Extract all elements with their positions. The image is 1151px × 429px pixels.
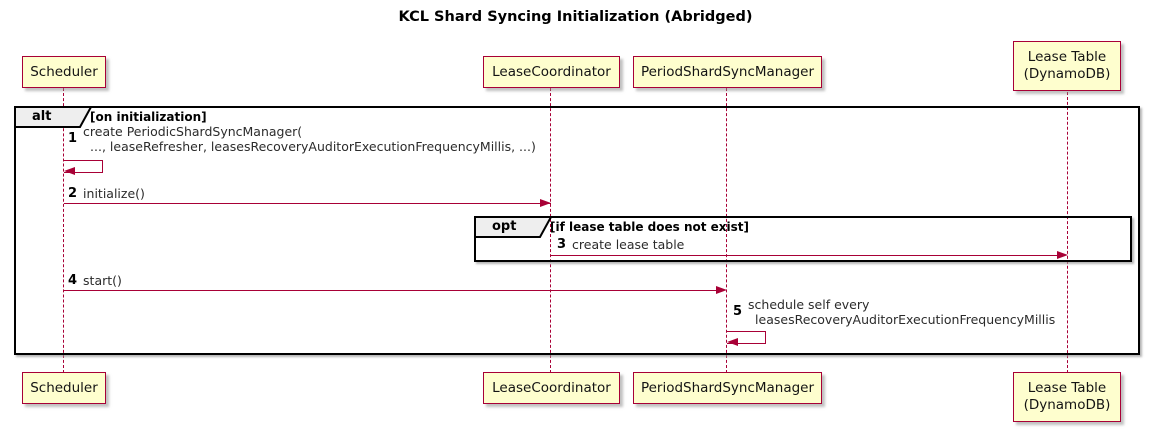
participant-label: Lease Table [1027, 380, 1107, 396]
participant-scheduler-bottom: Scheduler [22, 372, 106, 404]
lifeline-scheduler [63, 88, 64, 373]
participant-label: Scheduler [30, 379, 98, 396]
message-3-arrow [551, 255, 1057, 256]
participant-lease-table-bottom: Lease Table (DynamoDB) [1013, 372, 1121, 422]
message-4-arrow [64, 290, 716, 291]
participant-period-shard-sync-manager-bottom: PeriodShardSyncManager [633, 372, 822, 404]
message-text: start() [83, 273, 122, 288]
participant-lease-coordinator-bottom: LeaseCoordinator [483, 372, 620, 404]
message-number: 5 [733, 304, 743, 320]
diagram-title: KCL Shard Syncing Initialization (Abridg… [398, 9, 753, 25]
participant-lease-table-top: Lease Table (DynamoDB) [1013, 41, 1121, 91]
participant-label: PeriodShardSyncManager [640, 63, 815, 80]
message-3: 3 create lease table [557, 237, 685, 253]
arrowhead-icon [716, 286, 727, 294]
participant-label: Lease Table [1027, 49, 1107, 65]
opt-guard-label: [if lease table does not exist] [550, 220, 750, 234]
message-number: 1 [68, 131, 78, 147]
participant-period-shard-sync-manager-top: PeriodShardSyncManager [633, 56, 822, 88]
message-1-self-arrow [64, 160, 103, 173]
message-text: create lease table [572, 237, 685, 252]
message-5-self-arrow [727, 331, 766, 344]
opt-frame-tab [474, 216, 553, 238]
message-2: 2 initialize() [68, 186, 145, 202]
alt-frame-tab [14, 106, 93, 128]
lifeline-lease-table [1067, 92, 1068, 373]
participant-label: PeriodShardSyncManager [640, 379, 815, 396]
message-2-arrow [64, 203, 551, 204]
message-text: initialize() [83, 186, 145, 201]
message-5: 5 schedule self every leasesRecoveryAudi… [733, 297, 1056, 327]
participant-lease-coordinator-top: LeaseCoordinator [483, 56, 620, 88]
alt-guard-label: [on initialization] [90, 110, 207, 124]
opt-operator-label: opt [492, 219, 517, 234]
message-number: 3 [557, 237, 567, 252]
arrowhead-icon [727, 338, 738, 346]
message-number: 2 [68, 186, 78, 201]
lifeline-lease-coordinator [550, 88, 551, 373]
arrowhead-icon [1057, 251, 1068, 259]
arrowhead-icon [540, 199, 551, 207]
participant-label: Scheduler [30, 63, 98, 80]
opt-frame [474, 216, 1132, 262]
message-text: schedule self every leasesRecoveryAudito… [748, 297, 1056, 327]
participant-sublabel: (DynamoDB) [1023, 397, 1111, 413]
message-text: create PeriodicShardSyncManager( ..., le… [83, 124, 536, 154]
lifeline-period-shard-sync-manager [726, 88, 727, 373]
message-4: 4 start() [68, 273, 122, 289]
participant-scheduler-top: Scheduler [22, 56, 106, 88]
message-number: 4 [68, 273, 78, 288]
participant-label: LeaseCoordinator [492, 63, 611, 80]
participant-sublabel: (DynamoDB) [1023, 66, 1111, 82]
alt-frame [14, 106, 1140, 355]
participant-label: LeaseCoordinator [492, 379, 611, 396]
message-1: 1 create PeriodicShardSyncManager( ..., … [68, 124, 536, 154]
alt-operator-label: alt [32, 109, 52, 124]
arrowhead-icon [64, 167, 75, 175]
